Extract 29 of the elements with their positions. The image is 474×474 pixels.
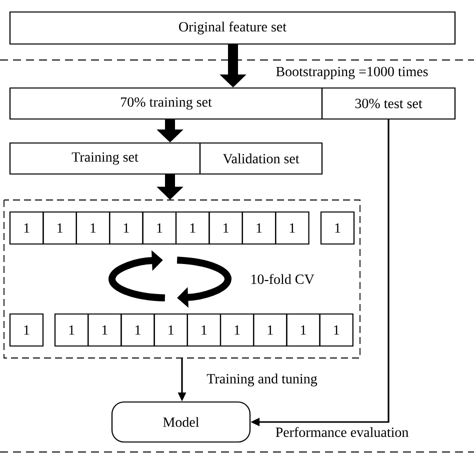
fold-box: 1 xyxy=(208,211,243,245)
fold-box: 1 xyxy=(319,313,354,347)
process-box: Validation set xyxy=(199,142,323,175)
fold-box: 1 xyxy=(88,313,122,347)
model-box: Model xyxy=(111,401,251,443)
fold-box: 1 xyxy=(109,211,144,245)
fold-box: 1 xyxy=(242,211,276,245)
fold-box: 1 xyxy=(42,211,77,245)
process-box: 70% training set xyxy=(9,87,323,120)
fold-box: 1 xyxy=(120,313,155,347)
fold-box: 1 xyxy=(275,211,310,245)
fold-box: 1 xyxy=(320,211,355,245)
fold-box: 1 xyxy=(76,211,110,245)
fold-box: 1 xyxy=(175,211,210,245)
fold-box: 1 xyxy=(54,313,89,347)
fold-box: 1 xyxy=(220,313,254,347)
process-box: 30% test set xyxy=(321,87,456,120)
edge-label: Training and tuning xyxy=(206,374,318,386)
fold-box: 1 xyxy=(9,211,44,245)
fold-box: 1 xyxy=(142,211,177,245)
edge-label: Bootstrapping =1000 times xyxy=(276,66,428,80)
process-box: Training set xyxy=(9,142,201,175)
edge-label: Performance evaluation xyxy=(276,427,408,437)
fold-box: 1 xyxy=(253,313,288,347)
fold-box: 1 xyxy=(286,313,320,347)
fold-box: 1 xyxy=(154,313,188,347)
process-box: Original feature set xyxy=(9,11,456,45)
fold-box: 1 xyxy=(186,313,222,347)
fold-box: 1 xyxy=(9,313,44,347)
